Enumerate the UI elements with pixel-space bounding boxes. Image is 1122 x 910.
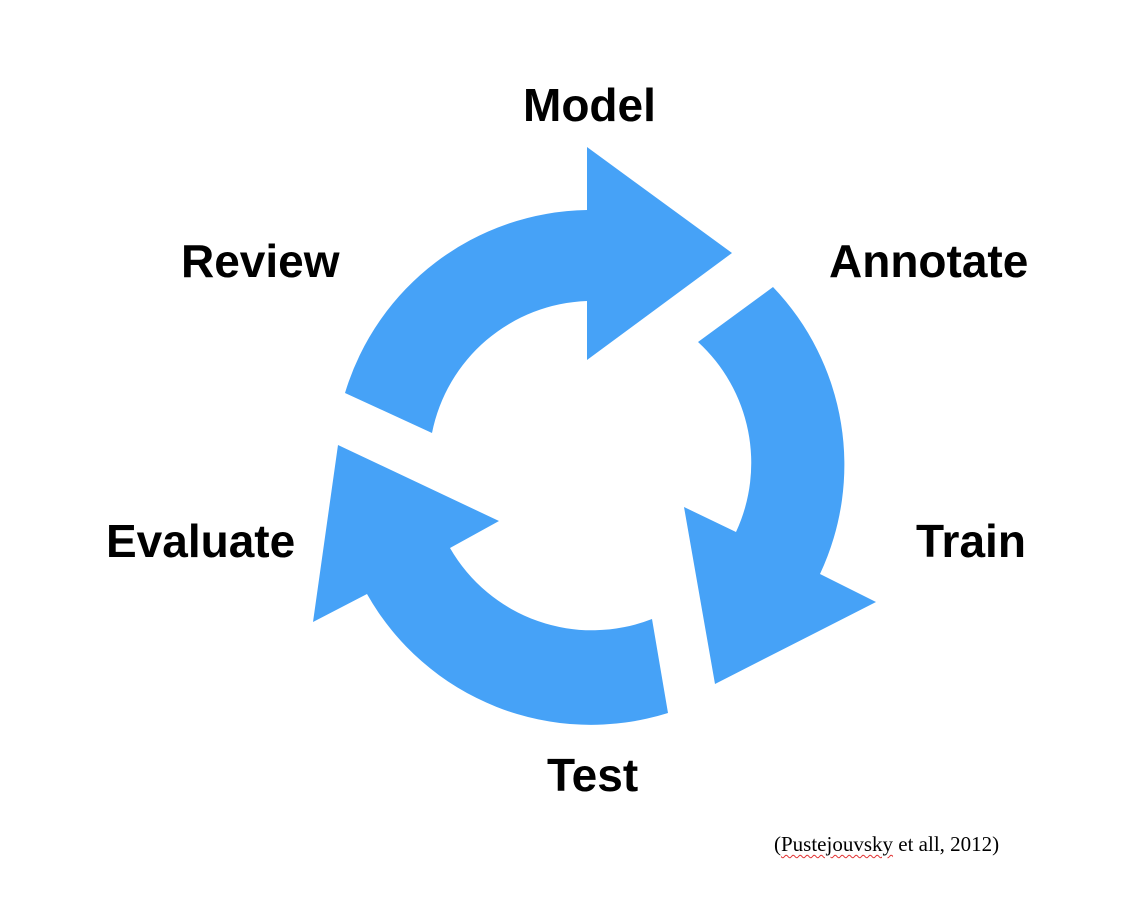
- stage-label-annotate: Annotate: [829, 235, 1029, 287]
- citation-rest: et all, 2012): [893, 832, 1000, 856]
- citation: (Pustejouvsky et all, 2012): [774, 832, 999, 857]
- citation-open: (: [774, 832, 781, 856]
- cycle-arrow-top: [345, 147, 732, 433]
- stage-label-model: Model: [523, 79, 656, 131]
- stage-label-test: Test: [547, 749, 639, 801]
- cycle-arrow-left: [313, 445, 668, 725]
- stage-label-review: Review: [181, 235, 340, 287]
- cycle-arrow-right: [684, 287, 876, 684]
- stage-label-train: Train: [916, 515, 1026, 567]
- citation-author: Pustejouvsky: [781, 832, 894, 856]
- stage-label-evaluate: Evaluate: [106, 515, 296, 567]
